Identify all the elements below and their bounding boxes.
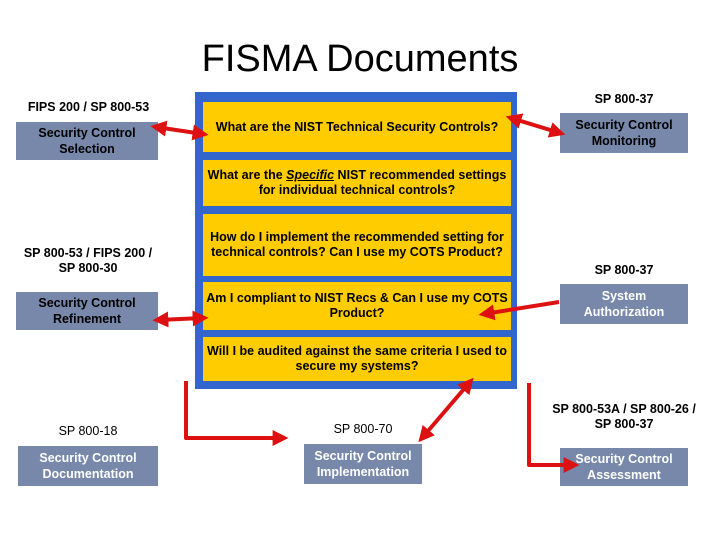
doc-label-sp80037-mid: SP 800-37: [594, 263, 654, 277]
question-text: Will I be audited against the same crite…: [207, 344, 507, 373]
question-text: Am I compliant to NIST Recs & Can I use …: [206, 291, 508, 320]
page-title: FISMA Documents: [201, 38, 519, 80]
doc-box-system-authorization: System Authorization: [560, 284, 688, 324]
arrow-selection-to-controls: [150, 120, 209, 141]
question-box-audit-criteria: Will I be audited against the same crite…: [203, 337, 511, 381]
arrow-audit-to-implementation-diagonal: [418, 377, 474, 443]
doc-box-security-control-refinement: Security Control Refinement: [16, 292, 158, 330]
question-box-implement-settings: How do I implement the recommended setti…: [203, 214, 511, 276]
arrow-controls-to-monitoring: [505, 113, 566, 138]
doc-label-sp80037-top: SP 800-37: [594, 92, 654, 106]
question-text: What are the Specific NIST recommended s…: [207, 168, 507, 197]
doc-label-sp80053a-sp80026-sp80037: SP 800-53A / SP 800-26 / SP 800-37: [552, 402, 696, 431]
question-text: What are the NIST Technical Security Con…: [215, 119, 499, 134]
arrow-audit-to-assessment: [527, 383, 580, 473]
doc-box-security-control-documentation: Security Control Documentation: [18, 446, 158, 486]
arrow-authorization-to-compliance: [478, 300, 560, 321]
question-box-technical-controls: What are the NIST Technical Security Con…: [203, 102, 511, 152]
question-box-specific-settings: What are the Specific NIST recommended s…: [203, 160, 511, 206]
arrow-refinement-to-compliance: [152, 310, 209, 328]
doc-box-security-control-selection: Security Control Selection: [16, 122, 158, 160]
doc-label-fips200-sp80053: FIPS 200 / SP 800-53: [27, 100, 150, 114]
arrow-audit-to-implementation: [184, 381, 289, 446]
doc-label-sp80070: SP 800-70: [333, 422, 393, 436]
doc-box-security-control-monitoring: Security Control Monitoring: [560, 113, 688, 153]
doc-label-sp80018: SP 800-18: [58, 424, 118, 438]
doc-box-security-control-assessment: Security Control Assessment: [560, 448, 688, 486]
doc-box-security-control-implementation: Security Control Implementation: [304, 444, 422, 484]
doc-label-sp80053-fips200-sp80030: SP 800-53 / FIPS 200 / SP 800-30: [23, 246, 153, 275]
question-box-compliance: Am I compliant to NIST Recs & Can I use …: [203, 282, 511, 330]
question-text: How do I implement the recommended setti…: [210, 230, 504, 259]
